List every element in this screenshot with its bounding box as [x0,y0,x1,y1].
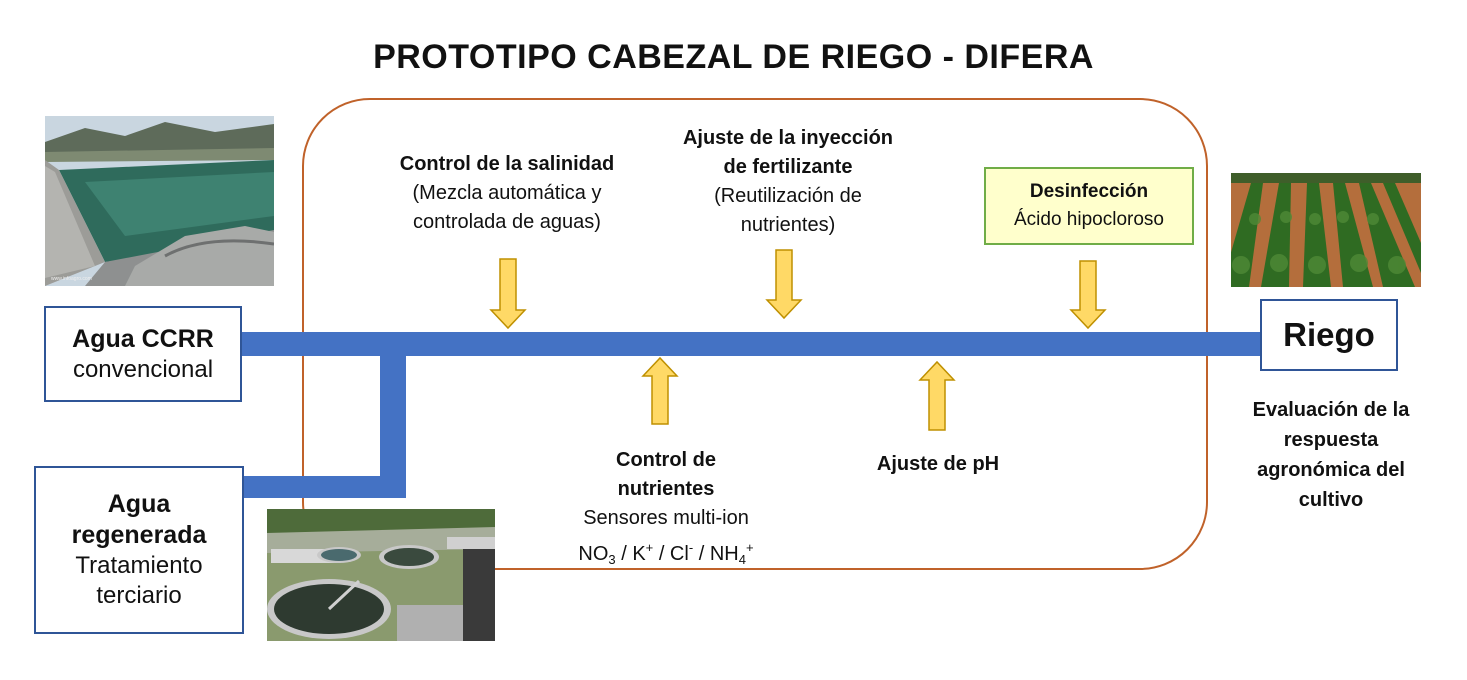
riego-box: Riego [1260,299,1398,371]
ion-cl-sup: - [688,540,694,555]
fertilizante-line-2: nutrientes) [740,214,836,236]
agua-ccrr-box: Agua CCRR convencional [44,306,242,402]
agua-ccrr-title: Agua CCRR [72,324,214,353]
treatment-plant-photo [267,509,495,641]
arrow-up-ph [918,360,956,431]
photo-watermark: www.infoagro.com [51,276,92,282]
fertilizante-title-2: de fertilizante [723,156,853,178]
arrow-down-salinidad [489,258,527,330]
salinidad-title: Control de la salinidad [399,153,615,175]
agua-regenerada-box: Agua regenerada Tratamiento terciario [34,466,244,634]
nutrientes-line-1: Sensores multi-ion [583,507,749,529]
ion-k: / K [615,543,646,565]
ion-no3-sub: 3 [608,552,616,567]
nutrientes-label: Control de nutrientes Sensores multi-ion… [540,446,792,574]
reservoir-photo: www.infoagro.com [45,116,274,286]
arrow-down-fertilizante [765,249,803,320]
agua-regenerada-title-2: regenerada [71,521,207,549]
desinfeccion-subtitle: Ácido hipocloroso [1014,209,1164,230]
evaluation-line-1: Evaluación de la [1252,399,1410,421]
arrow-down-desinfeccion [1069,260,1107,330]
fertilizante-label: Ajuste de la inyección de fertilizante (… [648,124,928,240]
ph-label: Ajuste de pH [838,450,1038,479]
ion-no3: NO [578,543,609,565]
branch-pipe-horizontal [242,476,406,498]
ph-title: Ajuste de pH [876,453,1000,475]
ion-nh4-sup: + [745,540,754,555]
ion-k-sup: + [645,540,654,555]
crop-field-photo [1231,173,1421,287]
ion-nh4-sub: 4 [738,552,746,567]
fertilizante-line-1: (Reutilización de [714,185,862,207]
agua-regenerada-sub-2: terciario [96,582,182,609]
riego-label: Riego [1283,316,1375,353]
desinfeccion-title: Desinfección [1029,181,1149,202]
nutrientes-title-1: Control de [616,449,716,471]
diagram-title: PROTOTIPO CABEZAL DE RIEGO - DIFERA [373,38,1094,76]
desinfeccion-box: Desinfección Ácido hipocloroso [984,167,1194,245]
fertilizante-title-1: Ajuste de la inyección [682,127,894,149]
salinidad-line-2: controlada de aguas) [413,211,601,233]
salinidad-line-1: (Mezcla automática y [412,182,602,204]
main-pipe [240,332,1262,356]
ion-list: NO3 / K+ / Cl- / NH4+ [540,533,792,574]
salinidad-label: Control de la salinidad (Mezcla automáti… [368,150,646,237]
arrow-up-nutrientes [641,356,679,425]
evaluation-line-4: cultivo [1298,489,1364,511]
ion-cl: / Cl [653,543,689,565]
evaluation-line-3: agronómica del [1257,459,1405,481]
agua-regenerada-sub-1: Tratamiento [75,552,203,579]
ion-nh4: / NH [693,543,739,565]
nutrientes-title-2: nutrientes [617,478,715,500]
agua-regenerada-title-1: Agua [107,490,171,518]
agua-ccrr-subtitle: convencional [72,355,214,383]
branch-pipe-vertical [380,340,406,498]
evaluation-line-2: respuesta [1283,429,1379,451]
evaluation-text: Evaluación de la respuesta agronómica de… [1222,395,1440,515]
